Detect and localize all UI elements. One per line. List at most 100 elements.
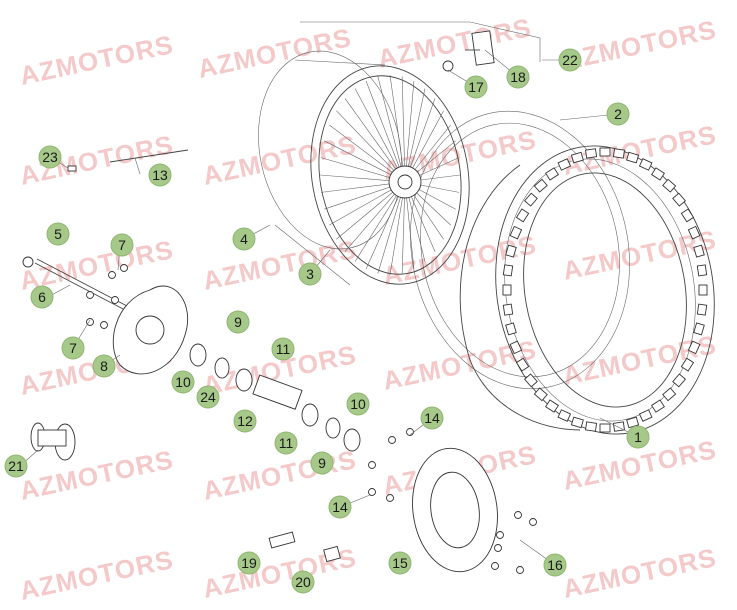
tread-knob [570,416,584,429]
callout-badge-10[interactable]: 10 [171,370,195,394]
callout-label: 23 [42,149,58,165]
tread-knob [502,264,514,277]
tread-knob [545,399,560,413]
callout-label: 18 [510,69,526,85]
tread-knob [638,158,653,171]
callout-label: 10 [175,374,191,390]
spoke [354,88,406,183]
tread-knob [612,421,625,432]
callout-badge-4[interactable]: 4 [232,227,256,251]
watermark: AZMOTORS [195,22,354,84]
bolt [514,511,522,519]
spoke [404,81,415,183]
callout-badge-22[interactable]: 22 [558,48,582,72]
tread-knob [650,167,665,181]
sprocket [368,428,537,574]
callout-badge-15[interactable]: 15 [388,551,412,575]
valve-parts [300,21,541,72]
bolt [368,488,376,496]
callout-label: 2 [614,106,622,122]
tread-knob [599,423,611,433]
tread-knob [626,416,640,429]
callout-badge-10[interactable]: 10 [346,392,370,416]
bolt [529,518,537,526]
tread-knob [672,192,686,207]
tread-knob [533,178,548,193]
tyre [459,145,715,435]
bolt [100,321,108,329]
callout-badge-14[interactable]: 14 [420,406,444,430]
callout-badge-9[interactable]: 9 [226,310,250,334]
watermark: AZMOTORS [17,444,176,506]
bolt [108,271,116,279]
tread-knob [533,387,548,402]
callout-badge-16[interactable]: 16 [543,553,567,577]
inner-tube [410,110,630,390]
callout-label: 11 [279,435,294,451]
callout-badge-8[interactable]: 8 [92,354,116,378]
watermark: AZMOTORS [375,12,534,74]
callout-label: 15 [392,555,408,571]
tread-knob [672,373,686,388]
bolt [120,264,128,272]
tread-knob [626,151,640,164]
callout-label: 9 [318,455,326,471]
tread-knob [696,264,708,277]
callout-badge-18[interactable]: 18 [506,65,530,89]
watermark: AZMOTORS [200,234,359,296]
tread-knob [693,322,705,336]
callout-badge-24[interactable]: 24 [196,385,220,409]
spoke [389,74,406,183]
tread-knob [505,244,517,258]
tread-knob [505,322,517,336]
tread-knob [599,147,611,157]
callout-badge-19[interactable]: 19 [237,551,261,575]
callout-badge-20[interactable]: 20 [291,570,315,594]
callout-label: 3 [306,266,314,282]
watermark: AZMOTORS [17,544,176,606]
callout-badge-23[interactable]: 23 [38,145,62,169]
tread-knob [638,409,653,422]
callout-badge-7[interactable]: 7 [61,336,85,360]
wheel-rim [258,50,470,286]
callout-label: 6 [38,289,46,305]
callout-badge-11[interactable]: 11 [274,431,298,455]
bolt [86,291,94,299]
spoke [344,98,406,183]
callout-badge-13[interactable]: 13 [148,163,172,187]
tread-knob [696,303,708,316]
callout-badge-21[interactable]: 21 [4,454,28,478]
tread-knob [687,225,701,240]
callout-label: 11 [276,341,291,357]
bolt [494,544,502,552]
watermark: AZMOTORS [17,29,176,91]
callout-label: 9 [234,314,242,330]
callout-badge-9[interactable]: 9 [310,451,334,475]
callout-badge-7[interactable]: 7 [110,233,134,257]
callout-badge-5[interactable]: 5 [46,222,70,246]
leader-lines [19,49,639,566]
callout-badge-14[interactable]: 14 [328,495,352,519]
tread-knob [515,357,530,372]
spoke [365,80,406,183]
callout-badge-3[interactable]: 3 [298,262,322,286]
tread-knob [612,148,625,159]
bolt [111,296,119,304]
tread-knob [680,208,695,223]
bolt [86,318,94,326]
chain-parts [268,531,341,563]
bolt [386,494,394,502]
watermark: AZMOTORS [200,129,359,191]
callout-badge-2[interactable]: 2 [606,102,630,126]
callout-badge-11[interactable]: 11 [271,337,295,361]
callout-label: 16 [547,557,563,573]
tread-knob [545,167,560,181]
callout-badge-6[interactable]: 6 [30,285,54,309]
callout-badge-12[interactable]: 12 [233,409,257,433]
sprocket-bolts [368,428,537,574]
callout-badge-1[interactable]: 1 [626,425,650,449]
callout-badge-17[interactable]: 17 [464,75,488,99]
tread-knob [515,208,530,223]
tread-knob [509,225,523,240]
